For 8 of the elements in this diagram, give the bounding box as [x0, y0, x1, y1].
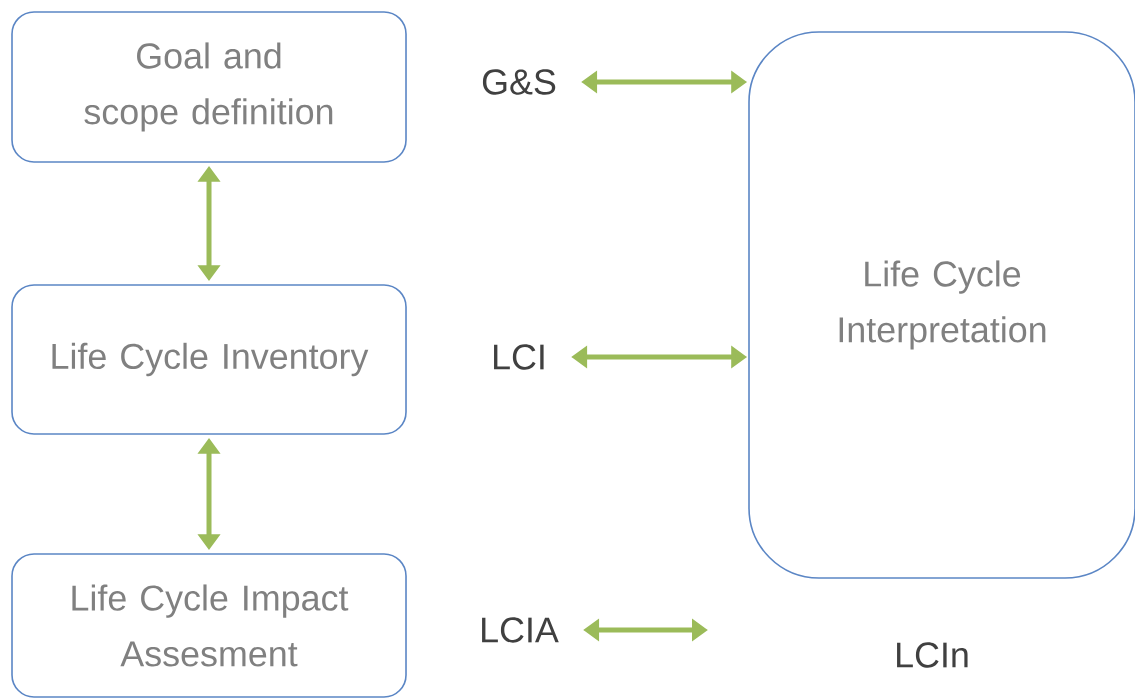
beside-label: LCIn — [897, 642, 968, 668]
process-box: Life Cycle Impact Assesment — [11, 553, 407, 698]
process-box: Goal and scope definition — [11, 11, 407, 163]
process-box: Life Cycle Interpretation — [748, 31, 1135, 579]
stage-label: LCI — [494, 344, 544, 370]
process-box: Life Cycle Inventory — [11, 284, 407, 435]
stage-label: G&S — [482, 69, 556, 95]
stage-label: LCIA — [482, 617, 559, 643]
